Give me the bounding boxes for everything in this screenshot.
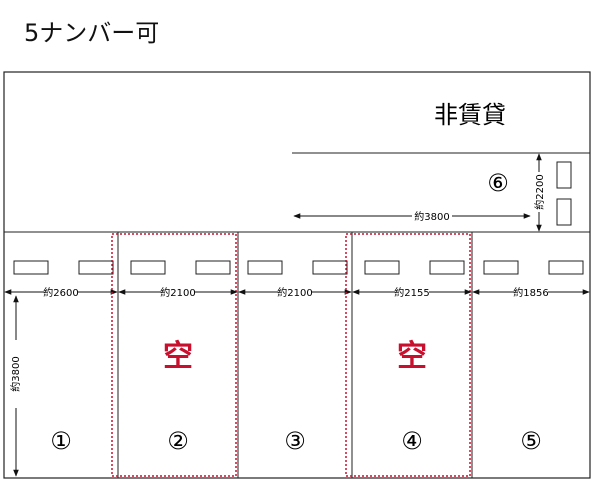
space-6-depth-label: 約2200 bbox=[533, 174, 546, 209]
depth-label: 約3800 bbox=[9, 356, 22, 391]
space-5-wheel-stop bbox=[548, 260, 584, 275]
space-3-wheel-stop bbox=[247, 260, 283, 275]
space-4-wheel-stop bbox=[364, 260, 400, 275]
space-4-wheel-stop bbox=[429, 260, 465, 275]
space-1-number: ① bbox=[50, 427, 72, 455]
lot-outline bbox=[3, 71, 591, 479]
space-1-width-label: 約2600 bbox=[43, 286, 78, 299]
space-2-width-label: 約2100 bbox=[160, 286, 195, 299]
space-2-status: 空 bbox=[163, 339, 193, 374]
space-3-wheel-stop bbox=[312, 260, 348, 275]
space-3-width-label: 約2100 bbox=[277, 286, 312, 299]
space-2-wheel-stop bbox=[195, 260, 231, 275]
space-3-number: ③ bbox=[284, 427, 306, 455]
parking-spaces: 約2600 ① 約2100 空 ② 約2100 ③ 約2155 空 ④ 約1856 ⑤ bbox=[4, 232, 590, 478]
space-4-number: ④ bbox=[401, 427, 423, 455]
space-2-number: ② bbox=[167, 427, 189, 455]
space-6-wheel-stop bbox=[556, 161, 572, 189]
space-6-number: ⑥ bbox=[487, 169, 509, 197]
space-5-number: ⑤ bbox=[520, 427, 542, 455]
non-rental-label: 非賃貸 bbox=[434, 101, 506, 129]
space-5-width-label: 約1856 bbox=[513, 286, 548, 299]
space-6-wheel-stop bbox=[556, 198, 572, 226]
space-6-width-label: 約3800 bbox=[414, 210, 449, 223]
space-2-wheel-stop bbox=[130, 260, 166, 275]
page-title: 5ナンバー可 bbox=[24, 19, 160, 47]
space-5-wheel-stop bbox=[483, 260, 519, 275]
space-2-vacant-outline bbox=[111, 233, 237, 477]
space-1-wheel-stop bbox=[78, 260, 114, 275]
space-4-width-label: 約2155 bbox=[394, 286, 429, 299]
space-4-status: 空 bbox=[397, 339, 427, 374]
space-1-wheel-stop bbox=[13, 260, 49, 275]
space-4-vacant-outline bbox=[345, 233, 471, 477]
